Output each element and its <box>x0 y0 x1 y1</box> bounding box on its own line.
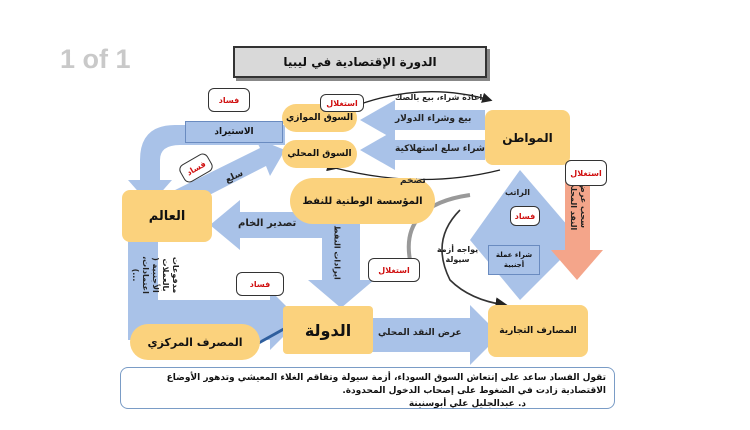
label-oil-revenue: ايرادات النفط <box>332 225 342 280</box>
label-buy-foreign-currency: شراء عملة أجنبية <box>488 245 540 275</box>
node-commercial-banks: المصارف التجارية <box>488 305 588 357</box>
tag-corruption-imports: فساد <box>208 88 250 112</box>
node-central-bank: المصرف المركزي <box>130 324 260 360</box>
tag-corruption-state: فساد <box>236 272 284 296</box>
tag-exploitation-liquidity: استغلال <box>368 258 420 282</box>
tag-exploitation-market: استغلال <box>320 94 364 112</box>
node-state: الدولة <box>283 306 373 354</box>
tag-exploitation-hoarding: استغلال <box>565 160 607 186</box>
label-local-money-supply: عرض النقد المحلي <box>378 328 462 338</box>
arrow-foreign-currency <box>128 232 300 350</box>
label-buy-consumer-goods: شراء سلع استهلاكية <box>395 144 485 154</box>
summary-note-text: تقول الفساد ساعد على إنتعاش السوق السودا… <box>166 373 606 396</box>
arrow-imports <box>128 125 285 205</box>
arrow-local-money-supply <box>370 305 500 365</box>
summary-note: تقول الفساد ساعد على إنتعاش السوق السودا… <box>120 367 615 409</box>
arrow-buy-consumer-goods <box>360 130 485 170</box>
label-salary: الراتب <box>505 188 530 197</box>
arrow-buy-sell-dollar <box>360 100 485 140</box>
label-resell-cheque: اعادة شراء، بيع بالصك <box>395 93 483 102</box>
node-local-market: السوق المحلي <box>282 140 357 168</box>
tag-corruption-citizen: فساد <box>510 206 540 226</box>
curve-liquidity <box>441 209 509 310</box>
node-noc: المؤسسة الوطنية للنفط <box>290 178 435 224</box>
label-crude-export: تصدير الخام <box>238 218 297 229</box>
label-liquidity-crisis: يواجه أزمة سيولة <box>436 245 479 264</box>
curve-resell <box>349 91 493 109</box>
summary-note-author: د. عبدالجليل علي أبوسنينة <box>408 399 526 409</box>
page-counter: 1 of 1 <box>60 44 131 74</box>
node-world: العالم <box>122 190 212 242</box>
label-imports: الاستيراد <box>185 121 283 143</box>
label-inflation: تضخم <box>400 176 426 186</box>
node-citizen: المواطن <box>485 110 570 165</box>
diagram-title: الدورة الإقتصادية في ليبيا <box>233 46 487 78</box>
label-foreign-currency: مدفوعات بالعملات الأجنبية ( اعتمادات، ..… <box>131 256 180 294</box>
arrow-cash-hoarding <box>551 160 603 280</box>
arrow-oil-revenue <box>308 222 374 308</box>
label-buy-sell-dollar: بيع وشراء الدولار <box>395 114 472 124</box>
